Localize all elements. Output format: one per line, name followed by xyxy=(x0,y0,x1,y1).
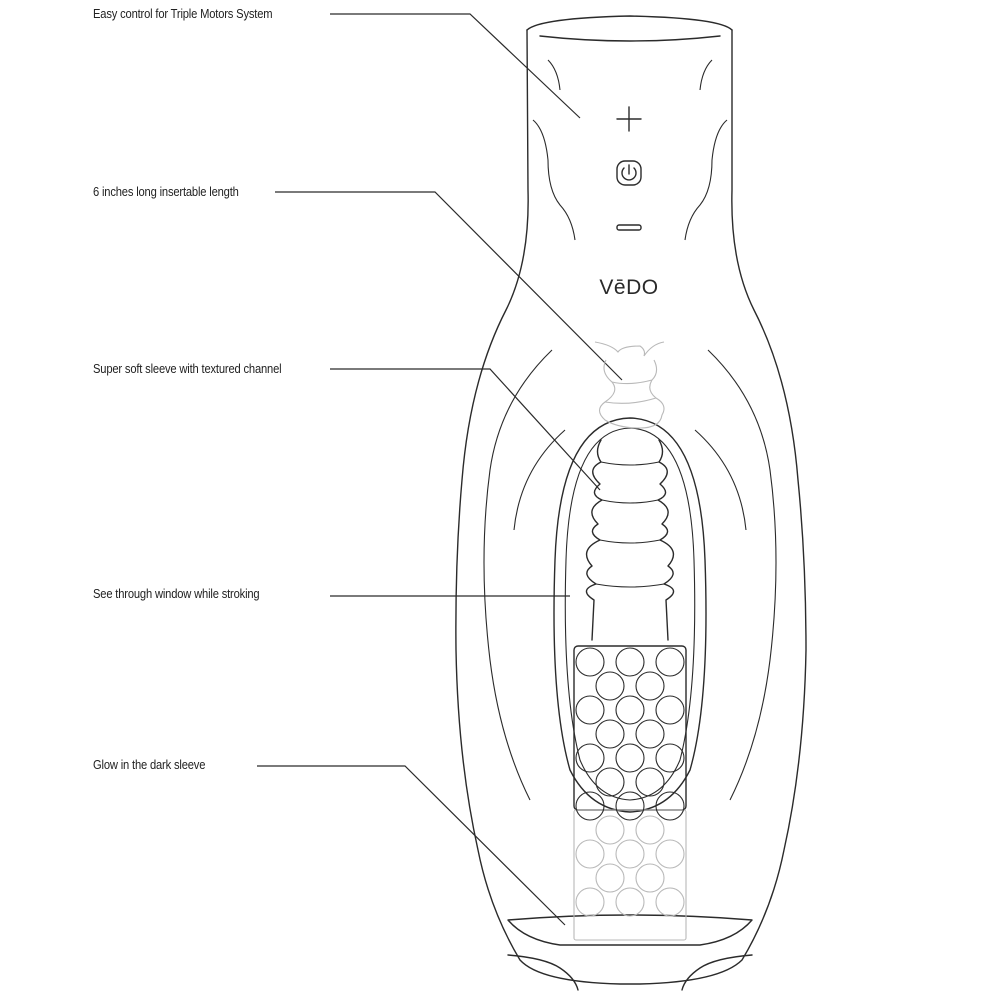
callout-window: See through window while stroking xyxy=(93,586,260,601)
see-through-window xyxy=(553,417,707,813)
nub xyxy=(635,719,665,749)
nub xyxy=(655,647,685,677)
body-curve-left xyxy=(483,349,553,801)
control-buttons xyxy=(616,106,642,231)
nub xyxy=(575,887,605,917)
nub xyxy=(595,863,625,893)
nub xyxy=(595,719,625,749)
nub xyxy=(615,839,645,869)
callout-glow: Glow in the dark sleeve xyxy=(93,757,206,772)
device-outline xyxy=(455,29,807,985)
nub xyxy=(655,887,685,917)
nub xyxy=(615,887,645,917)
textured-nubs xyxy=(573,645,687,941)
nub xyxy=(635,863,665,893)
nub xyxy=(575,743,605,773)
callout-sleeve: Super soft sleeve with textured channel xyxy=(93,361,282,376)
leader-line-length xyxy=(275,191,623,381)
device-body xyxy=(455,15,807,991)
nub xyxy=(615,743,645,773)
leader-line-sleeve xyxy=(330,368,601,491)
nub xyxy=(575,791,605,821)
minus-icon xyxy=(616,224,642,231)
leader-line-glow xyxy=(257,765,566,926)
body-curve-right xyxy=(707,349,777,801)
nub xyxy=(615,647,645,677)
nub xyxy=(655,791,685,821)
sleeve-top xyxy=(594,341,665,429)
brand-logo: VēDO xyxy=(599,276,658,299)
nub xyxy=(635,671,665,701)
nub xyxy=(635,815,665,845)
power-icon xyxy=(616,160,642,186)
nub xyxy=(575,695,605,725)
nub xyxy=(655,695,685,725)
nub xyxy=(575,647,605,677)
nub xyxy=(575,839,605,869)
nub xyxy=(595,815,625,845)
nub xyxy=(655,743,685,773)
leader-lines xyxy=(257,13,623,926)
nub xyxy=(635,767,665,797)
nub xyxy=(615,791,645,821)
leader-line-controls xyxy=(330,13,581,119)
nub xyxy=(615,695,645,725)
nub xyxy=(595,767,625,797)
device-top-cap xyxy=(526,15,733,31)
ribbed-channel xyxy=(585,439,675,641)
callout-controls: Easy control for Triple Motors System xyxy=(93,6,273,21)
nub xyxy=(655,839,685,869)
nub xyxy=(595,671,625,701)
callout-length: 6 inches long insertable length xyxy=(93,184,239,199)
plus-icon xyxy=(616,106,642,132)
